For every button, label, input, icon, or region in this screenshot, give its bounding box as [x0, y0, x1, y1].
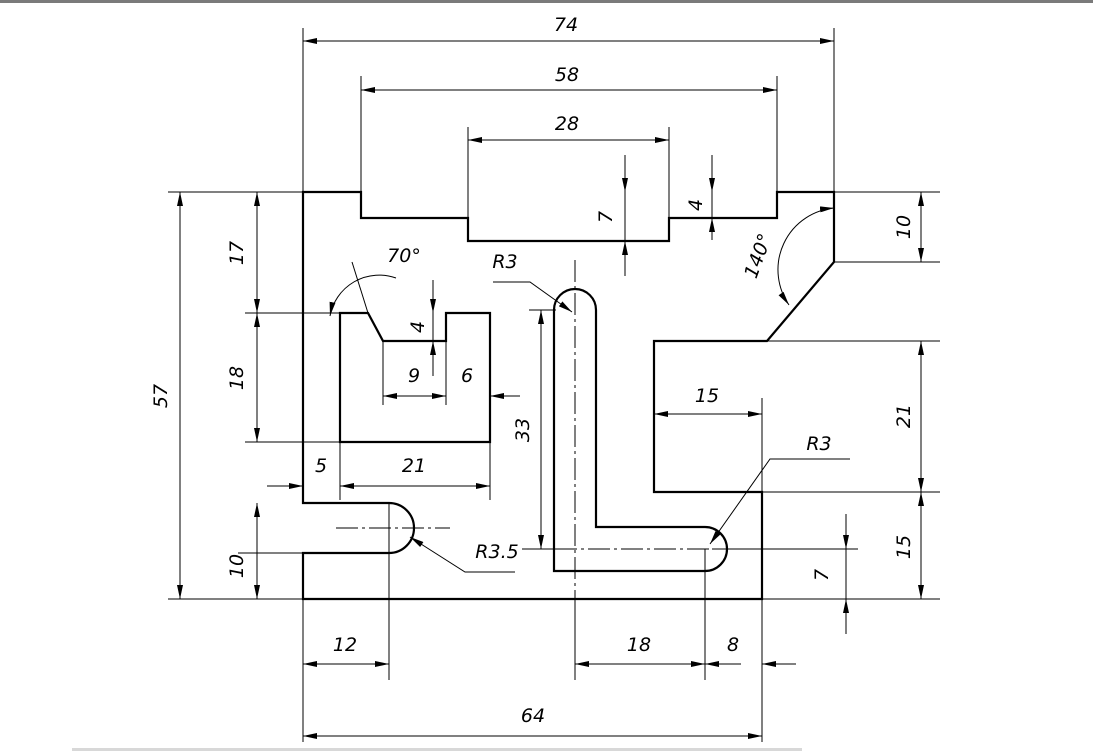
- dimension-lines: [177, 38, 924, 739]
- dim-right-step-width: 15: [695, 385, 719, 407]
- dim-top-step-width: 28: [555, 113, 579, 135]
- dim-right-chamfer-height: 10: [893, 215, 915, 239]
- dim-left-top-offset: 17: [226, 241, 248, 265]
- dim-upper-slot-depth: 4: [685, 199, 707, 211]
- dim-notch-width-9: 9: [408, 365, 420, 387]
- dim-right-offset: 8: [727, 634, 739, 656]
- extension-lines: [168, 28, 940, 742]
- dim-upper-slot-width: 58: [555, 64, 579, 86]
- dim-notch-width-6: 6: [461, 365, 473, 387]
- dim-l-slot-offset: 7: [811, 569, 833, 581]
- dim-left-notch-width: 10: [226, 554, 248, 578]
- dim-left-notch-radius: R3.5: [475, 541, 518, 563]
- dim-pocket-width-21: 21: [402, 455, 426, 477]
- dim-left-margin-5: 5: [315, 455, 327, 477]
- window-bottom-border: [72, 748, 802, 751]
- dim-pocket-notch-depth: 4: [407, 321, 429, 333]
- dim-top-step-depth: 7: [595, 211, 617, 223]
- part-outline: [301, 190, 836, 601]
- dim-right-step-height: 21: [893, 404, 915, 428]
- dim-bottom-right-height: 15: [893, 535, 915, 559]
- dim-pocket-angle: 70°: [387, 245, 421, 267]
- window-top-border: [0, 0, 1093, 3]
- dim-l-slot-end-radius: R3: [806, 433, 831, 455]
- dim-chamfer-angle: 140°: [740, 231, 776, 282]
- l-slot-outline: [552, 287, 729, 573]
- dim-overall-width: 74: [554, 14, 578, 36]
- dim-bottom-width: 64: [521, 705, 545, 727]
- dim-top-slot-radius: R3: [492, 251, 517, 273]
- dim-l-slot-height: 33: [512, 418, 534, 442]
- dim-left-notch-center: 12: [333, 634, 357, 656]
- dim-pocket-height: 18: [226, 366, 248, 390]
- dim-overall-height: 57: [150, 384, 172, 408]
- dim-l-slot-length: 18: [627, 634, 651, 656]
- pocket-outline: [338, 311, 492, 444]
